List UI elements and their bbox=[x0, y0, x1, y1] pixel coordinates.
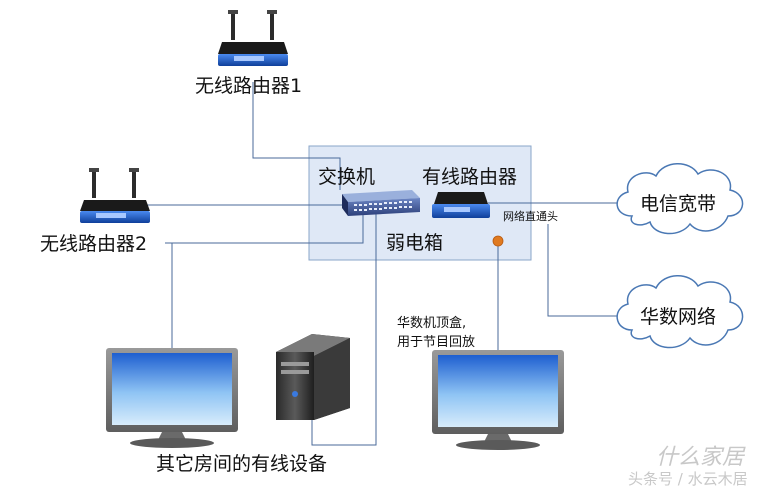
wired-router-icon bbox=[432, 192, 490, 218]
left-monitor-icon bbox=[106, 348, 238, 448]
switch-label: 交换机 bbox=[318, 166, 375, 188]
line-router1-switch bbox=[252, 82, 341, 190]
router2-label: 无线路由器2 bbox=[40, 233, 147, 255]
telecom-label: 电信宽带 bbox=[640, 193, 716, 215]
router1-label: 无线路由器1 bbox=[195, 75, 302, 97]
stb-label-line1: 华数机顶盒, bbox=[397, 315, 466, 331]
tower-computer-icon bbox=[276, 334, 350, 420]
switch-icon bbox=[342, 190, 420, 216]
line-other-devices-switch bbox=[165, 213, 364, 244]
direct-port-icon bbox=[492, 235, 504, 247]
right-monitor-icon bbox=[432, 350, 564, 450]
line-wasu bbox=[547, 224, 622, 317]
wireless-router-2-icon bbox=[80, 168, 150, 223]
telecom-cloud-icon bbox=[616, 163, 744, 235]
wireless-router-1-icon bbox=[218, 10, 288, 66]
wasu-cloud-icon bbox=[616, 275, 744, 349]
wired-router-label: 有线路由器 bbox=[422, 166, 517, 188]
stb-label-line2: 用于节目回放 bbox=[397, 335, 475, 350]
line-tower bbox=[311, 213, 377, 446]
wasu-label: 华数网络 bbox=[640, 306, 716, 328]
watermark-line1: 什么家居 bbox=[656, 445, 746, 470]
watermark-line2: 头条号 / 水云木居 bbox=[628, 470, 748, 488]
connection-lines bbox=[146, 82, 622, 446]
weak-box-label: 弱电箱 bbox=[386, 232, 443, 254]
other-devices-label: 其它房间的有线设备 bbox=[156, 453, 327, 475]
direct-port-label: 网络直通头 bbox=[503, 209, 558, 223]
